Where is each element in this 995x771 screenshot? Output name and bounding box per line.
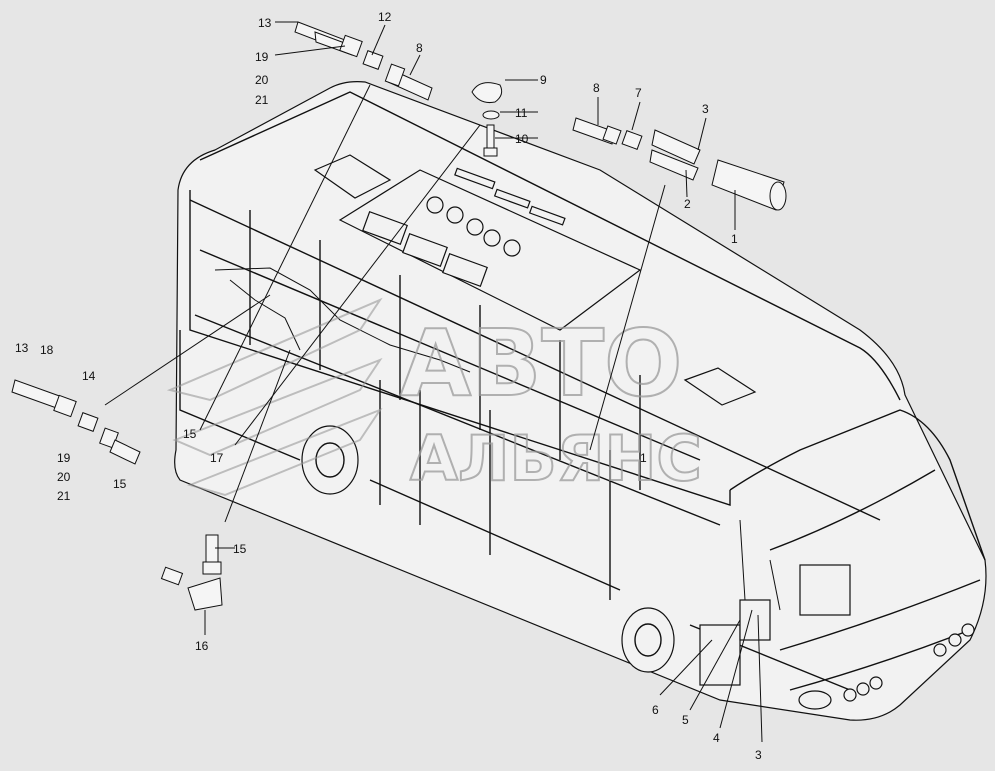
union-12-icon	[362, 50, 384, 70]
tube-15c-icon	[205, 534, 219, 566]
elbow-16-icon	[187, 577, 223, 611]
callout-8b: 8	[593, 81, 600, 95]
parts-group-bottom-left	[160, 534, 223, 611]
callout-18: 18	[40, 343, 54, 357]
callout-2: 2	[684, 197, 691, 211]
union-7-icon	[621, 130, 643, 150]
callout-21a: 21	[255, 93, 269, 107]
watermark-line1: АВТО	[400, 310, 682, 417]
parts-group-left	[11, 379, 141, 465]
hose-3-icon	[651, 129, 701, 165]
callout-labels: 13 12 8 19 20 21 9 11 10 8 7 3 2 1 13 18…	[15, 10, 762, 762]
callout-7: 7	[635, 86, 642, 100]
roof-hatch-front	[683, 367, 757, 406]
callout-8a: 8	[416, 41, 423, 55]
callout-6: 6	[652, 703, 659, 717]
fitting-19b-icon	[53, 394, 77, 418]
callout-13a: 13	[258, 16, 272, 30]
front-wheel	[621, 607, 675, 673]
headlights	[798, 623, 975, 710]
callout-20a: 20	[255, 73, 269, 87]
fitting-19-icon	[339, 34, 363, 58]
callout-1a: 1	[731, 232, 738, 246]
callout-19a: 19	[255, 50, 269, 64]
tube-15a-icon	[109, 439, 141, 465]
watermark-line2: АЛЬЯНС	[410, 422, 702, 495]
callout-5: 5	[682, 713, 689, 727]
roof-hatch-rear	[313, 154, 392, 199]
union-14-icon	[77, 412, 99, 432]
callout-15b: 15	[183, 427, 197, 441]
leader-lines	[104, 21, 763, 743]
callout-4: 4	[713, 731, 720, 745]
parts-group-top-middle	[471, 82, 503, 157]
callout-14: 14	[82, 369, 96, 383]
callout-15a: 15	[113, 477, 127, 491]
bolt-10-icon	[486, 124, 495, 152]
callout-3b: 3	[755, 748, 762, 762]
callout-3a: 3	[702, 102, 709, 116]
callout-11: 11	[515, 106, 528, 120]
callout-21b: 21	[57, 489, 71, 503]
callout-1b: 1	[640, 451, 647, 465]
washer-11-icon	[482, 110, 500, 120]
callout-12: 12	[378, 10, 392, 24]
callout-17: 17	[210, 451, 224, 465]
clamp-9-icon	[471, 82, 503, 103]
callout-15c: 15	[233, 542, 247, 556]
callout-9: 9	[540, 73, 547, 87]
callout-19b: 19	[57, 451, 71, 465]
callout-13b: 13	[15, 341, 29, 355]
callout-16: 16	[195, 639, 209, 653]
expansion-tank	[799, 564, 851, 616]
parts-group-top-left	[294, 21, 433, 101]
rear-wheel	[301, 425, 359, 495]
watermark-logo	[166, 297, 383, 497]
callout-20b: 20	[57, 470, 71, 484]
callout-10: 10	[515, 132, 529, 146]
